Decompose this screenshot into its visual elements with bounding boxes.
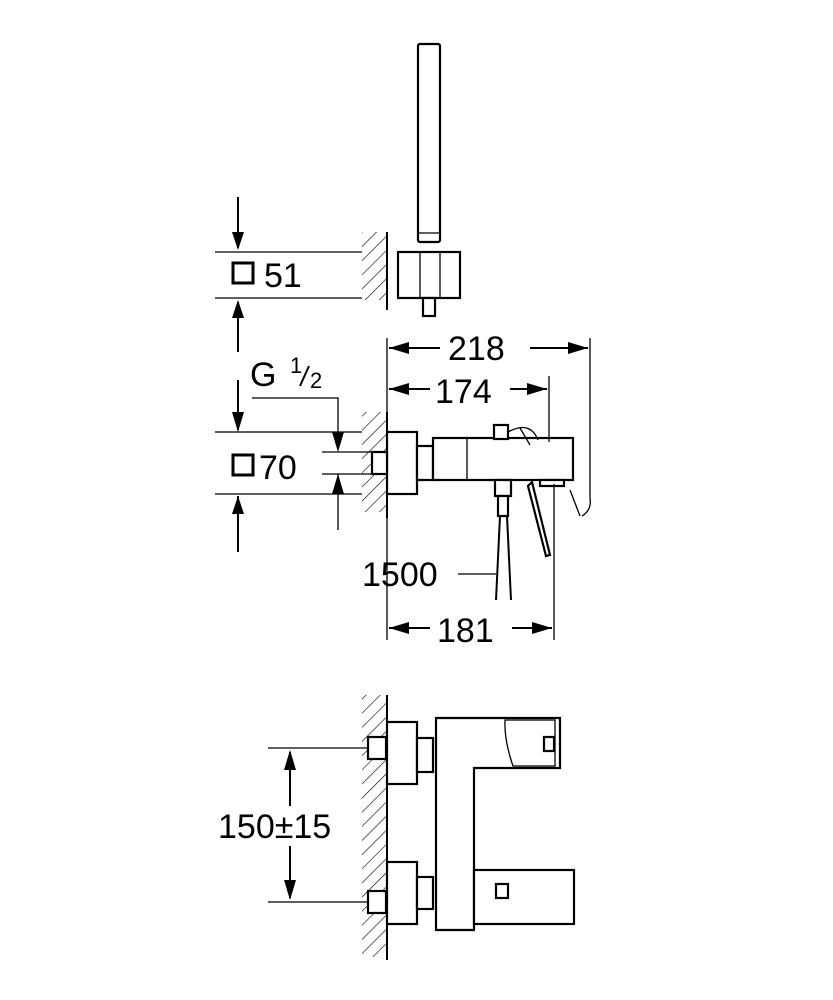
dimension-70: 70 bbox=[215, 380, 372, 552]
wall-hatch-bottom bbox=[362, 695, 388, 960]
dimension-51: 51 bbox=[215, 197, 362, 352]
dimension-181: 181 bbox=[386, 484, 555, 650]
thread-label: G bbox=[250, 356, 276, 394]
dimension-174: 174 bbox=[389, 373, 550, 442]
dimension-218: 218 bbox=[386, 330, 591, 517]
dimension-218-label: 218 bbox=[448, 330, 505, 368]
square-dimension-icon bbox=[231, 261, 255, 285]
square-dimension-icon bbox=[231, 453, 255, 477]
hand-shower bbox=[396, 42, 462, 318]
dimension-150: 150±15 bbox=[218, 747, 368, 903]
mixer-front-view bbox=[366, 716, 576, 932]
dimension-181-label: 181 bbox=[437, 612, 494, 650]
dimension-70-label: 70 bbox=[259, 449, 297, 487]
dimension-150-label: 150±15 bbox=[218, 808, 331, 846]
thread-fraction-numerator: 1 bbox=[290, 353, 302, 378]
thread-label-group: G 1 2 bbox=[250, 353, 344, 530]
hose-length-label: 1500 bbox=[362, 556, 438, 594]
wall-hatch-top bbox=[362, 232, 388, 310]
dimension-174-label: 174 bbox=[435, 373, 492, 411]
mixer-side-view bbox=[370, 423, 581, 601]
thread-fraction-denominator: 2 bbox=[310, 368, 322, 393]
dimension-1500: 1500 bbox=[362, 556, 496, 594]
dimension-51-label: 51 bbox=[264, 257, 302, 295]
